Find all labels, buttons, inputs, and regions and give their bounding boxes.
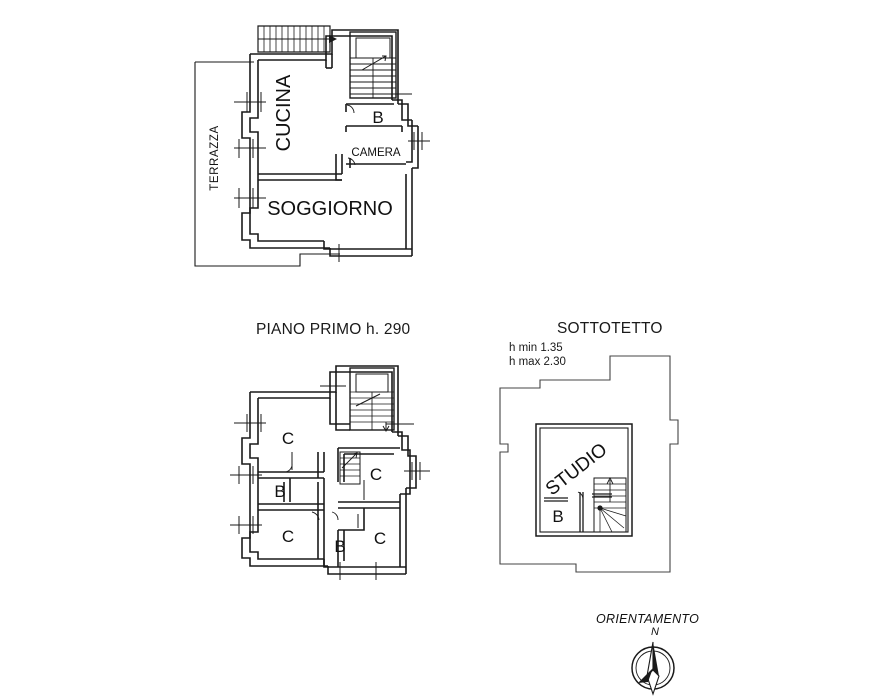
room-label-c1: C (282, 429, 294, 448)
floor-plan-sheet: TERRAZZA CUCINA SOGGIORNO B CAMERA PIANO… (190, 8, 699, 696)
room-label-b1: B (274, 482, 285, 501)
room-label-terrazza: TERRAZZA (209, 125, 221, 191)
door-swing (577, 491, 584, 500)
floor-plan-piano-secondo: C B C B C C (228, 352, 448, 592)
room-label-c4: C (374, 529, 386, 548)
terrace-outline (194, 62, 340, 267)
floor-plan-sottotetto: STUDIO B (492, 352, 697, 587)
stair-treads (350, 391, 394, 430)
spiral-staircase (339, 451, 361, 485)
compass-rose-icon (631, 641, 675, 696)
room-label-camera: CAMERA (351, 147, 401, 159)
floor-plan-piano-primo: TERRAZZA CUCINA SOGGIORNO B CAMERA (190, 8, 440, 278)
external-staircase (257, 25, 337, 53)
winder-staircase (593, 476, 627, 533)
orientation-title: ORIENTAMENTO (596, 612, 700, 626)
room-label-c3: C (370, 465, 382, 484)
room-label-b-sottotetto: B (552, 507, 563, 526)
room-label-c2: C (282, 527, 294, 546)
caption-sottotetto: SOTTOTETTO (557, 320, 663, 337)
piano-secondo-drawing: C B C B C C (230, 365, 430, 580)
height-min-note: h min 1.35 (509, 342, 563, 354)
door-swing (331, 511, 339, 521)
stair-break-line (361, 55, 387, 71)
sottotetto-drawing: STUDIO B (499, 355, 679, 573)
room-label-studio: STUDIO (542, 439, 611, 500)
door-swing (347, 157, 356, 166)
room-label-b2: B (334, 537, 345, 556)
room-label-cucina: CUCINA (273, 74, 295, 151)
studio-walls (535, 423, 633, 537)
door-swing (346, 104, 355, 114)
room-label-soggiorno: SOGGIORNO (267, 198, 393, 220)
door-swing (311, 511, 320, 521)
caption-piano-primo: PIANO PRIMO h. 290 (256, 321, 411, 338)
room-label-bagno: B (372, 108, 383, 127)
height-max-note: h max 2.30 (509, 356, 566, 368)
orientation-compass: ORIENTAMENTO N (596, 612, 746, 696)
piano-primo-drawing: TERRAZZA CUCINA SOGGIORNO B CAMERA (194, 25, 430, 267)
compass-north-label: N (651, 626, 659, 638)
roof-outline (499, 355, 679, 573)
door-swing (285, 462, 293, 473)
